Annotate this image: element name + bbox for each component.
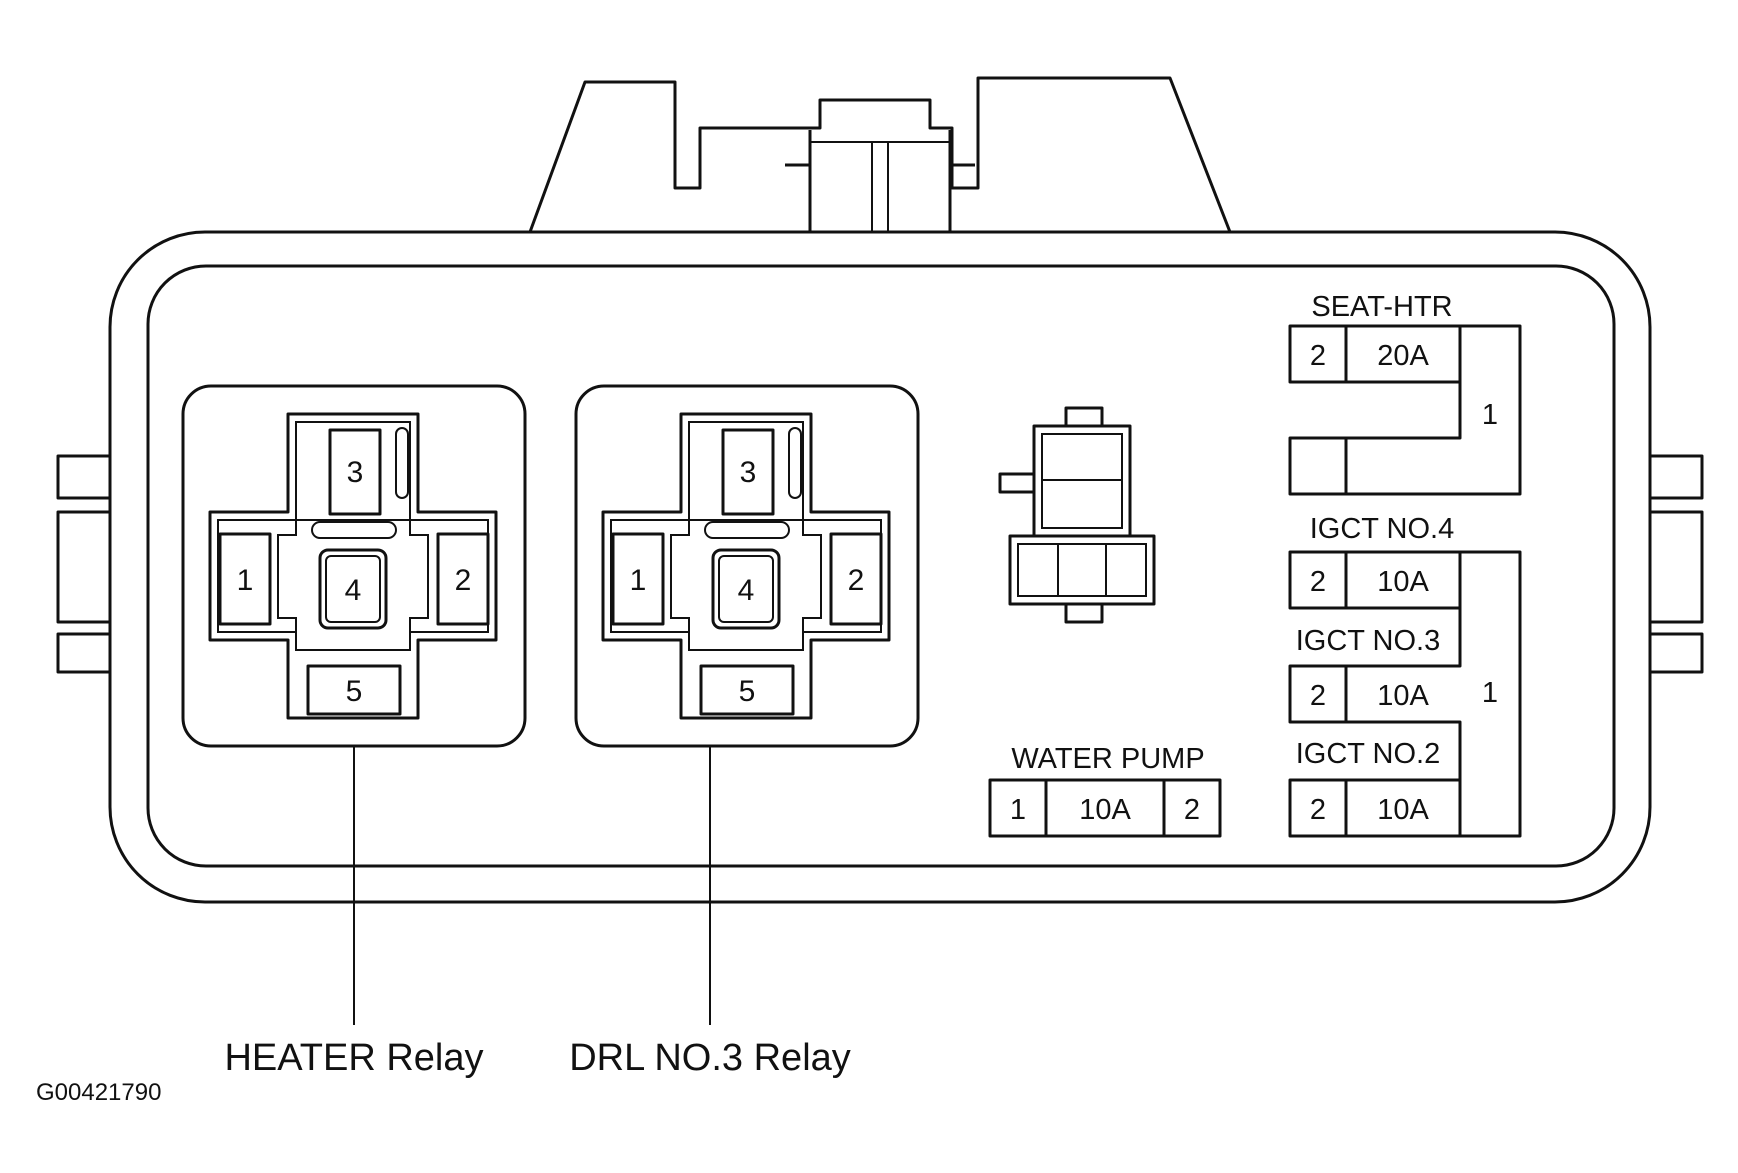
fuse-water-pump: WATER PUMP 1 10A 2: [988, 743, 1222, 838]
water-pump-label: WATER PUMP: [1011, 743, 1204, 775]
heater-relay-pin-2-label: 2: [455, 564, 472, 597]
side-clips-left: [56, 454, 114, 674]
seat-htr-terminal-2: 2: [1310, 340, 1326, 372]
heater-relay-pin-4-label: 4: [345, 574, 362, 607]
igct-no3-terminal-2: 2: [1310, 680, 1326, 712]
drl-no3-relay-label: DRL NO.3 Relay: [569, 1037, 851, 1079]
top-connector: [528, 76, 1232, 233]
heater-relay-pin-1: [218, 532, 272, 626]
water-pump-terminal-2: 2: [1184, 794, 1200, 826]
heater-relay-pin-5: [306, 664, 402, 716]
figure-id: G00421790: [36, 1079, 161, 1106]
drl-relay-pin-4: [711, 548, 781, 630]
igct-no2-rating: 10A: [1377, 794, 1429, 826]
igct-no4-label: IGCT NO.4: [1310, 513, 1455, 545]
small-connector: [998, 406, 1156, 624]
side-clips-right: [1646, 454, 1704, 674]
igct-common-terminal-1: 1: [1482, 677, 1498, 709]
igct-no2-terminal-2: 2: [1310, 794, 1326, 826]
water-pump-terminal-1: 1: [1010, 794, 1026, 826]
heater-relay-label: HEATER Relay: [224, 1037, 483, 1079]
drl-relay-pin-1: [611, 532, 665, 626]
igct-no4-terminal-2: 2: [1310, 566, 1326, 598]
drl-relay-pin-2: [829, 532, 883, 626]
drl-relay-pin-3: [721, 428, 775, 516]
relay-socket-drl-no3: 3 1 2 4 5: [574, 384, 920, 748]
fuse-seat-htr: SEAT-HTR 2 20A 1: [1288, 291, 1522, 496]
block-housing-inner: [146, 264, 1616, 868]
seat-htr-terminal-1: 1: [1482, 399, 1498, 431]
heater-relay-pin-5-label: 5: [346, 675, 363, 708]
igct-no4-rating: 10A: [1377, 566, 1429, 598]
water-pump-rating: 10A: [1079, 794, 1131, 826]
drl-relay-pin-2-label: 2: [848, 564, 865, 597]
igct-no3-rating: 10A: [1377, 680, 1429, 712]
drl-relay-pin-5-label: 5: [739, 675, 756, 708]
heater-relay-pin-3-label: 3: [347, 456, 364, 489]
drl-relay-pin-4-label: 4: [738, 574, 755, 607]
fuse-igct-group: IGCT NO.4 2 10A IGCT NO.3 2 10A IGCT NO.…: [1288, 513, 1522, 838]
igct-no2-label: IGCT NO.2: [1296, 738, 1441, 770]
igct-no3-label: IGCT NO.3: [1296, 625, 1441, 657]
heater-relay-pin-2: [436, 532, 490, 626]
seat-htr-label: SEAT-HTR: [1311, 291, 1452, 323]
drl-relay-pin-1-label: 1: [630, 564, 647, 597]
drl-relay-pin-3-label: 3: [740, 456, 757, 489]
heater-relay-pin-3: [328, 428, 382, 516]
heater-relay-pin-1-label: 1: [237, 564, 254, 597]
seat-htr-rating: 20A: [1377, 340, 1429, 372]
heater-relay-pin-4: [318, 548, 388, 630]
drl-relay-pin-5: [699, 664, 795, 716]
